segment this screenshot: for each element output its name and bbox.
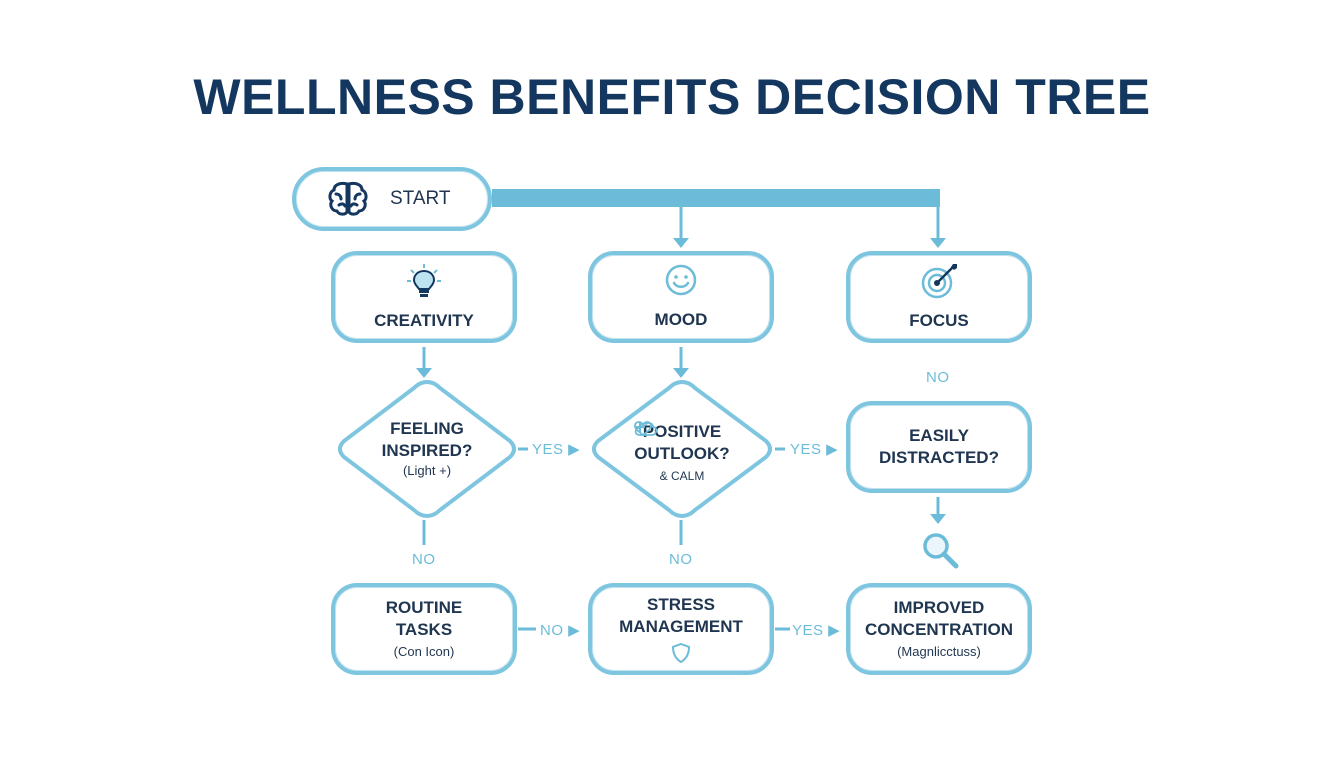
- improved-concentration-line1: IMPROVED: [893, 598, 985, 617]
- brain-icon: [328, 181, 368, 216]
- easily-distracted-line2: DISTRACTED?: [879, 448, 999, 467]
- start-connector-bar: [492, 189, 940, 207]
- mood-label: MOOD: [654, 310, 708, 329]
- positive-outlook-note: & CALM: [659, 469, 705, 483]
- feeling-inspired-line1: FEELING: [390, 419, 464, 438]
- edge-label-outlook-no: NO: [669, 551, 693, 568]
- cloud-icon: [635, 422, 658, 436]
- lightbulb-icon: [407, 264, 441, 297]
- edge-label-outlook-yes: YES ▶: [790, 441, 839, 458]
- creativity-node: CREATIVITY: [331, 251, 517, 343]
- routine-tasks-line2: TASKS: [395, 620, 453, 639]
- mood-node: MOOD: [588, 251, 774, 343]
- routine-tasks-line1: ROUTINE: [385, 598, 463, 617]
- easily-distracted-line1: EASILY: [909, 426, 969, 445]
- start-node: START: [292, 167, 492, 231]
- positive-outlook-node: POSITIVE OUTLOOK? & CALM: [588, 379, 776, 519]
- arrowhead-outlook: [673, 368, 689, 378]
- edge-label-stress-yes: YES ▶: [792, 622, 841, 639]
- improved-concentration-node: IMPROVED CONCENTRATION (Magnlicctuss): [846, 583, 1032, 675]
- smiley-icon: [665, 264, 697, 296]
- edge-label-routine-no: NO ▶: [540, 622, 581, 639]
- page-title: WELLNESS BENEFITS DECISION TREE: [193, 69, 1151, 125]
- routine-tasks-note: (Con Icon): [393, 644, 455, 659]
- positive-outlook-line2: OUTLOOK?: [634, 444, 730, 463]
- routine-tasks-node: ROUTINE TASKS (Con Icon): [331, 583, 517, 675]
- edge-label-focus-no: NO: [926, 369, 950, 386]
- arrowhead-inspired: [416, 368, 432, 378]
- easily-distracted-node: EASILY DISTRACTED?: [846, 401, 1032, 493]
- arrowhead-magnifier: [930, 514, 946, 524]
- feeling-inspired-note: (Light +): [402, 463, 452, 478]
- feeling-inspired-line2: INSPIRED?: [381, 441, 473, 460]
- improved-concentration-note: (Magnlicctuss): [897, 644, 981, 659]
- stress-management-line1: STRESS: [646, 595, 716, 614]
- positive-outlook-line1: POSITIVE: [642, 422, 722, 441]
- feeling-inspired-node: FEELING INSPIRED? (Light +): [334, 379, 520, 519]
- creativity-label: CREATIVITY: [374, 311, 474, 330]
- edge-label-inspired-yes: YES ▶: [532, 441, 581, 458]
- edge-label-inspired-no: NO: [412, 551, 436, 568]
- improved-concentration-line2: CONCENTRATION: [865, 620, 1013, 639]
- stress-management-line2: MANAGEMENT: [619, 617, 743, 636]
- shield-icon: [671, 642, 691, 664]
- focus-node: FOCUS: [846, 251, 1032, 343]
- arrowhead-mood: [673, 238, 689, 248]
- start-label: START: [390, 188, 451, 209]
- arrowhead-focus: [930, 238, 946, 248]
- stress-management-node: STRESS MANAGEMENT: [588, 583, 774, 675]
- target-icon: [921, 264, 957, 299]
- magnifier-icon: [923, 533, 959, 569]
- focus-label: FOCUS: [909, 311, 969, 330]
